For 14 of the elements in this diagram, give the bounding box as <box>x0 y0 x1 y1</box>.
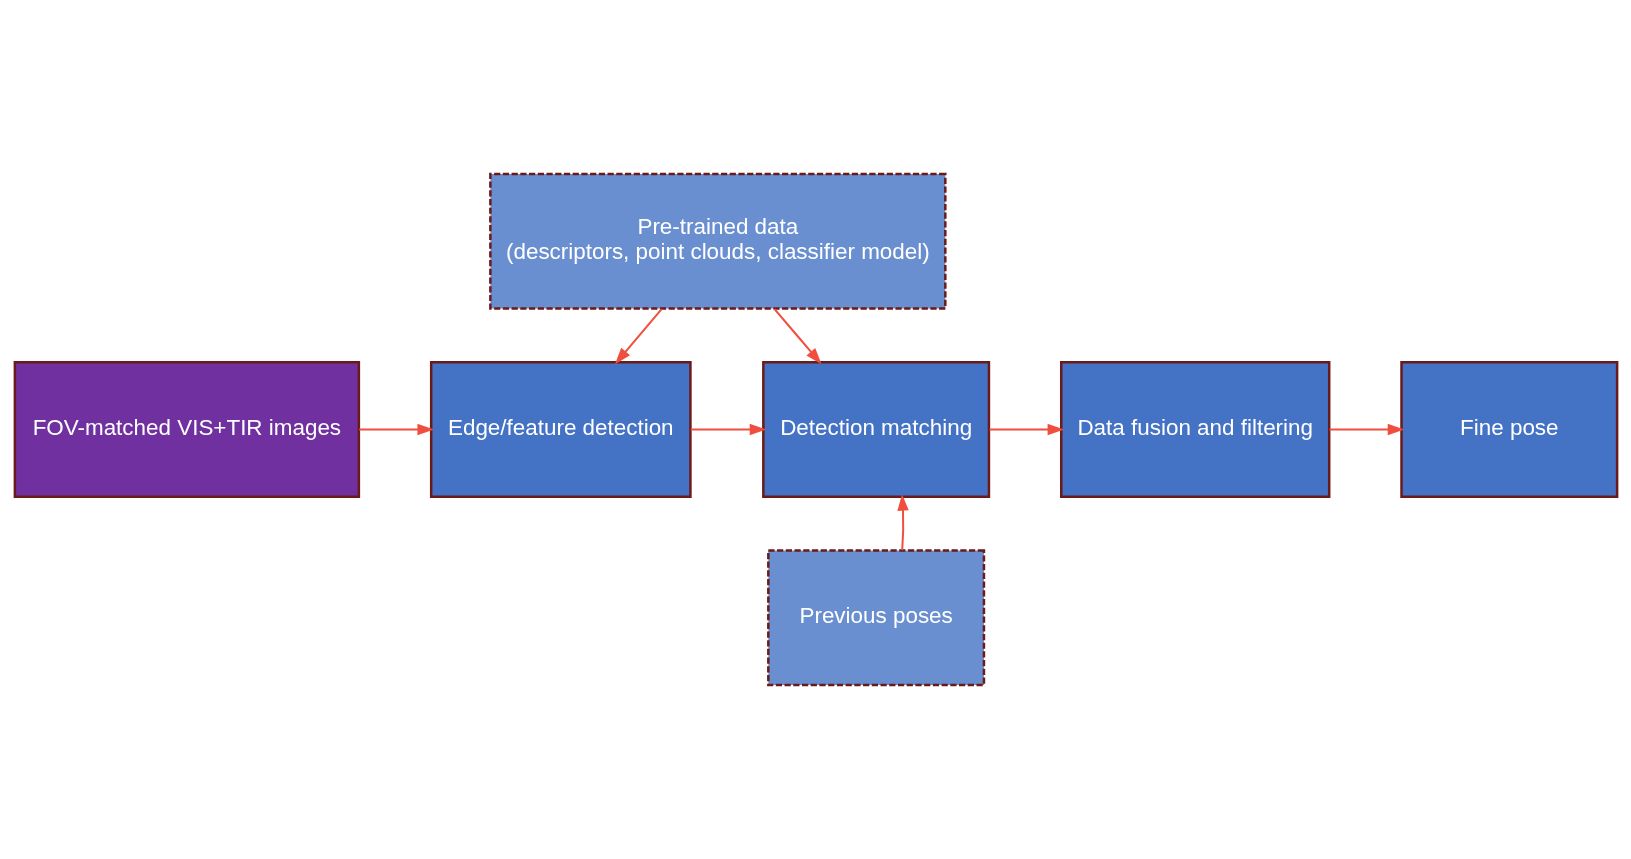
arrow <box>988 423 1064 436</box>
arrow <box>773 308 821 365</box>
node-box: Data fusion and filtering <box>1059 360 1330 499</box>
node-box: FOV-matched VIS+TIR images <box>13 360 360 499</box>
arrow <box>357 423 434 436</box>
arrow <box>1328 423 1404 436</box>
node-box: Edge/feature detection <box>429 360 692 499</box>
arrow <box>614 308 663 365</box>
node-box: Detection matching <box>761 360 990 499</box>
node-box: Fine pose <box>1399 360 1618 499</box>
node-box: Previous poses <box>766 549 985 687</box>
arrow <box>689 423 766 436</box>
arrow <box>896 494 909 552</box>
node-box: Pre-trained data (descriptors, point clouds, classifier model) <box>488 172 947 310</box>
